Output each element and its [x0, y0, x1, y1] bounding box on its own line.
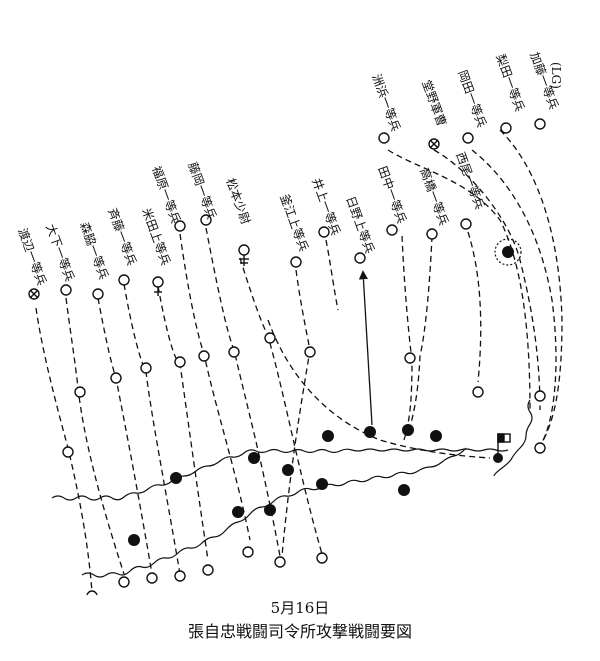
label-nishio: 西尾一等兵: [453, 150, 487, 211]
diagram-date: 5月16日: [270, 599, 330, 617]
label-matsumoto: 松本少尉: [223, 176, 254, 226]
enemy-positions: [128, 246, 514, 546]
battle-map: 渡辺一等兵 大下一等兵 森脇一等兵 斉藤一等兵 米田上等兵 福原一等兵 藤岡一等…: [15, 50, 563, 602]
trench-lower-edge: [81, 447, 467, 578]
soldier-labels: 渡辺一等兵 大下一等兵 森脇一等兵 斉藤一等兵 米田上等兵 福原一等兵 藤岡一等…: [15, 50, 563, 287]
label-morikawa: 森脇一等兵: [77, 220, 112, 282]
label-kato-sub: (LG): [549, 62, 563, 89]
label-fujioka: 藤岡一等兵: [185, 160, 219, 221]
command-post-marker: [494, 238, 522, 266]
label-watanabe: 渡辺一等兵: [15, 226, 50, 288]
diagram-title: 張自忠戦闘司令所攻撃戦闘要図: [187, 622, 412, 641]
trench-upper-edge: [51, 448, 509, 501]
label-dono: 堂野軍曹: [419, 78, 449, 128]
symbol-marks: [29, 139, 439, 299]
label-kamae: 釜江上等兵: [277, 192, 312, 254]
label-saito: 斉藤一等兵: [105, 206, 140, 268]
label-okada: 岡田一等兵: [455, 68, 489, 129]
label-nashida: 梨田一等兵: [493, 52, 527, 113]
label-hino: 日野上等兵: [343, 194, 377, 255]
trench-right-edge: [493, 399, 533, 477]
flag-icon: [497, 433, 511, 458]
label-oshita: 大下一等兵: [43, 222, 77, 283]
label-suhama: 洲浜一等兵: [369, 72, 403, 133]
start-markers: [28, 118, 546, 300]
label-tanaka: 田中一等兵: [375, 164, 410, 226]
mid-markers: [62, 332, 546, 458]
label-takahashi: 高橋一等兵: [417, 166, 452, 228]
hino-advance-arrow: [358, 270, 373, 426]
